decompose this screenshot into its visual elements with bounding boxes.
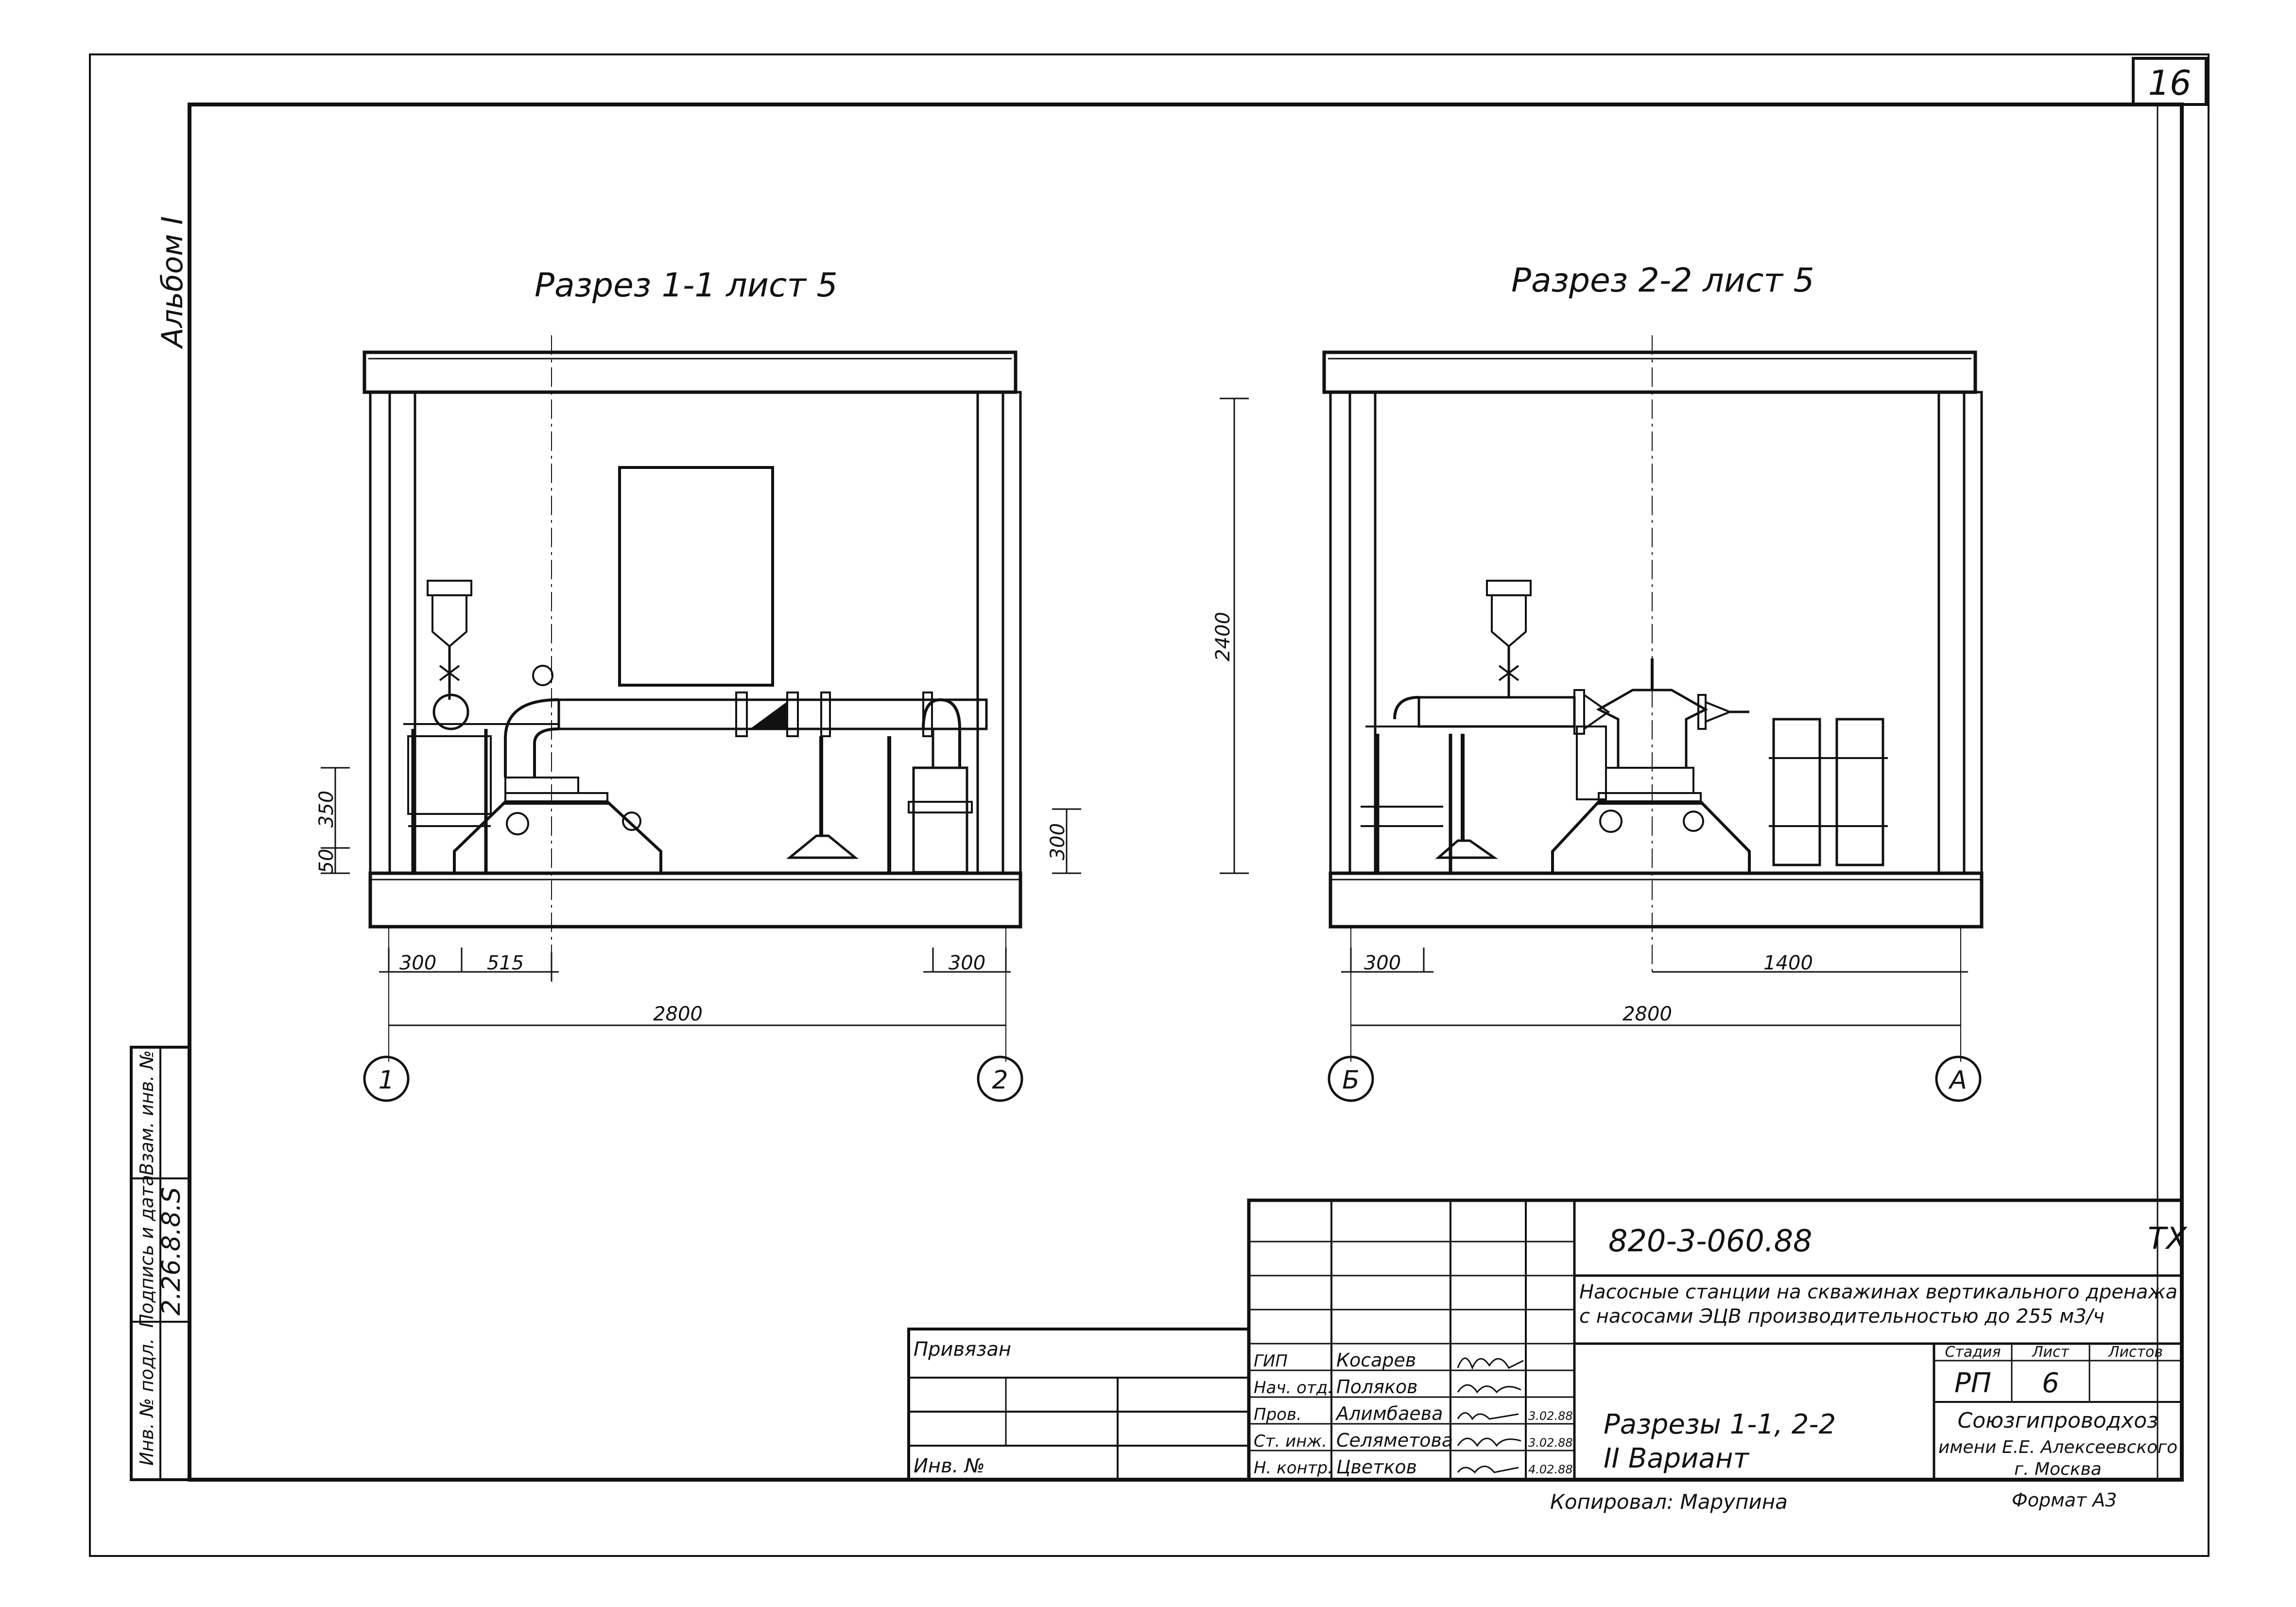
- sheet-label: Лист: [2032, 1344, 2070, 1361]
- sheet-number: 16: [2148, 63, 2191, 103]
- role-st-inzh: Ст. инж.: [1254, 1432, 1327, 1451]
- dim-1-300-right: 300: [949, 952, 985, 974]
- name-nach-otd: Поляков: [1336, 1376, 1418, 1398]
- role-prov: Пров.: [1254, 1405, 1302, 1424]
- privyazan-label: Привязан: [914, 1338, 1011, 1361]
- inv-no-label: Инв. №: [914, 1455, 985, 1477]
- format-label: Формат А3: [2012, 1489, 2117, 1511]
- dim-1-300-height: 300: [1047, 823, 1069, 860]
- sheet-value: 6: [2042, 1367, 2059, 1399]
- axis-b: Б: [1342, 1066, 1360, 1095]
- drawing-code: 820-3-060.88: [1608, 1223, 1812, 1259]
- name-gip: Косарев: [1336, 1349, 1416, 1371]
- dim-1-350: 350: [315, 791, 338, 828]
- copied-by: Копировал: Марупина: [1550, 1490, 1788, 1514]
- outer-trim-frame: [89, 53, 2210, 1557]
- org-line-2: имени Е.Е. Алексеевского: [1938, 1437, 2177, 1457]
- dim-2-2800: 2800: [1623, 1003, 1672, 1025]
- date-prov: 3.02.88: [1528, 1409, 1573, 1423]
- dim-2-2400: 2400: [1212, 612, 1234, 661]
- album-label: Альбом I: [155, 216, 190, 350]
- section-2-title: Разрез 2-2 лист 5: [1511, 261, 1814, 300]
- sheet-number-box: [2132, 57, 2208, 106]
- name-n-kontr: Цветков: [1336, 1456, 1417, 1478]
- dim-2-1400: 1400: [1763, 952, 1813, 974]
- drawing-mark: ТХ: [2148, 1221, 2188, 1256]
- sheet-title-2: II Вариант: [1604, 1443, 1749, 1474]
- name-st-inzh: Селяметова: [1336, 1430, 1453, 1451]
- sheets-label: Листов: [2108, 1344, 2163, 1361]
- role-nach-otd: Нач. отд.: [1254, 1378, 1333, 1398]
- date-n-kontr: 4.02.88: [1528, 1463, 1573, 1476]
- axis-2: 2: [992, 1066, 1008, 1095]
- sheet-title-1: Разрезы 1-1, 2-2: [1604, 1409, 1836, 1440]
- date-st-inzh: 3.02.88: [1528, 1436, 1573, 1450]
- axis-a: А: [1948, 1066, 1967, 1095]
- left-signature-strip: Инв. № подл. Подпись и дата Взам. инв. №…: [130, 1046, 191, 1481]
- org-line-3: г. Москва: [2014, 1459, 2102, 1479]
- dim-1-300-left: 300: [399, 952, 436, 974]
- handwritten-number: 2.26.8.8.S: [157, 1187, 186, 1316]
- title-block: [1247, 1198, 2184, 1482]
- axis-1: 1: [378, 1066, 394, 1095]
- stage-value: РП: [1954, 1367, 1991, 1399]
- dim-1-2800: 2800: [653, 1003, 703, 1025]
- role-gip: ГИП: [1254, 1351, 1288, 1371]
- section-2-2: Разрез 2-2 лист 5: [1220, 261, 1984, 1102]
- stage-label: Стадия: [1945, 1344, 2001, 1361]
- section-1-1: Разрез 1-1 лист 5: [321, 266, 1081, 1102]
- sign-date-label: Подпись и дата: [136, 1175, 157, 1328]
- vzam-label: Взам. инв. №: [136, 1050, 157, 1175]
- inv-podl-label: Инв. № подл.: [136, 1338, 157, 1466]
- signature-scribbles: [1457, 1357, 1524, 1474]
- name-prov: Алимбаева: [1335, 1403, 1443, 1424]
- description-line-1: Насосные станции на скважинах вертикальн…: [1579, 1281, 2177, 1303]
- role-n-kontr: Н. контр.: [1254, 1458, 1333, 1478]
- dim-1-50: 50: [315, 849, 338, 874]
- dim-1-515: 515: [487, 952, 524, 974]
- section-1-title: Разрез 1-1 лист 5: [535, 266, 838, 305]
- dim-2-300: 300: [1364, 952, 1401, 974]
- description-line-2: с насосами ЭЦВ производительностью до 25…: [1579, 1305, 2105, 1328]
- org-line-1: Союзгипроводхоз: [1957, 1408, 2158, 1433]
